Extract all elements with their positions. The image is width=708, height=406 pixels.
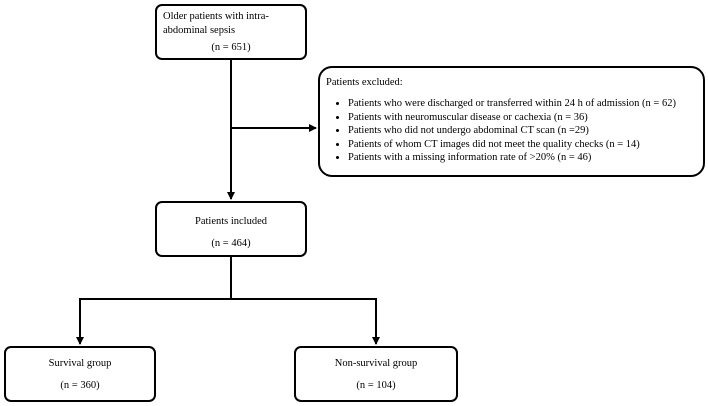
- included-title: Patients included: [194, 216, 268, 227]
- excluded-title: Patients excluded:: [326, 77, 403, 88]
- non-survival-title: Non-survival group: [334, 358, 418, 369]
- included-patients-box: Patients included (n = 464): [155, 201, 307, 257]
- excluded-item: Patients who were discharged or transfer…: [348, 97, 697, 111]
- excluded-patients-box: Patients excluded: Patients who were dis…: [318, 66, 705, 177]
- non-survival-count: (n = 104): [356, 380, 396, 391]
- excluded-item: Patients with neuromuscular disease or c…: [348, 111, 697, 125]
- survival-group-box: Survival group (n = 360): [4, 346, 156, 402]
- non-survival-group-box: Non-survival group (n = 104): [294, 346, 458, 402]
- survival-count: (n = 360): [60, 380, 100, 391]
- survival-title: Survival group: [48, 358, 112, 369]
- excluded-item: Patients who did not undergo abdominal C…: [348, 124, 697, 138]
- excluded-item: Patients of whom CT images did not meet …: [348, 138, 697, 152]
- older-patients-title: Older patients with intra-abdominal seps…: [163, 11, 269, 36]
- older-patients-box: Older patients with intra-abdominal seps…: [155, 4, 307, 60]
- excluded-list: Patients who were discharged or transfer…: [326, 97, 697, 165]
- excluded-item: Patients with a missing information rate…: [348, 151, 697, 165]
- older-patients-count: (n = 651): [211, 42, 251, 53]
- included-count: (n = 464): [211, 238, 251, 249]
